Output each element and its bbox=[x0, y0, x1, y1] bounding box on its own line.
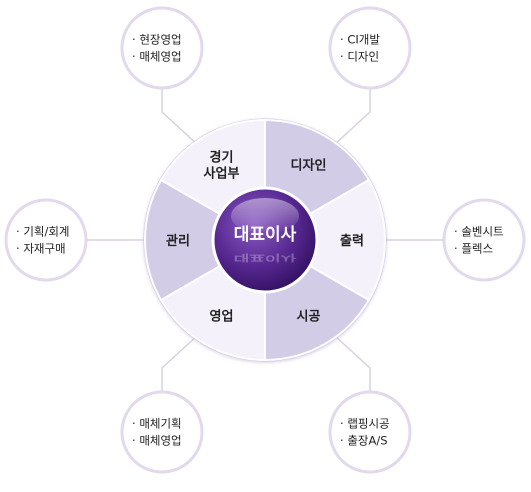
bubble-top-right: · CI개발· 디자인 bbox=[328, 6, 412, 90]
connector-bottom-left bbox=[161, 334, 199, 392]
segment-label-output: 출력 bbox=[340, 233, 364, 249]
bubble-top-left: · 현장영업· 매체영업 bbox=[120, 6, 204, 90]
bubble-item-text: 기획/회계 bbox=[23, 225, 69, 239]
bullet-dot: · bbox=[454, 225, 461, 239]
bubble-item: · 플렉스 bbox=[454, 242, 493, 256]
bubble-item-text: 매체기획 bbox=[139, 417, 181, 431]
bubble-item-text: 매체영업 bbox=[139, 434, 181, 448]
bubble-bottom-right: · 랩핑시공· 출장A/S bbox=[328, 390, 412, 474]
bubble-right: · 솔벤시트· 플렉스 bbox=[442, 198, 526, 282]
bubble-circle bbox=[4, 198, 88, 282]
bubble-item: · 현장영업 bbox=[132, 33, 182, 47]
bubble-item: · 기획/회계 bbox=[16, 225, 70, 239]
bullet-dot: · bbox=[132, 33, 139, 47]
bubble-item-text: 자재구매 bbox=[23, 242, 65, 256]
segment-label-management: 관리 bbox=[166, 233, 190, 249]
center-label-reflection: 대표이사 bbox=[234, 252, 297, 264]
segment-label-line: 출력 bbox=[340, 233, 364, 249]
bubble-item-text: 랩핑시공 bbox=[347, 417, 389, 431]
bubble-item-text: 플렉스 bbox=[461, 242, 493, 256]
bubble-left: · 기획/회계· 자재구매 bbox=[4, 198, 88, 282]
center-node: 대표이사 대표이사 bbox=[211, 186, 319, 294]
segment-label-construction: 시공 bbox=[297, 309, 321, 324]
bubble-item: · CI개발 bbox=[340, 33, 380, 47]
connector-lines bbox=[86, 88, 444, 392]
segment-output bbox=[263, 178, 386, 302]
bubble-item-text: 현장영업 bbox=[139, 33, 181, 47]
bubble-item: · 매체영업 bbox=[132, 50, 182, 64]
bubble-item: · 매체영업 bbox=[132, 434, 182, 448]
bullet-dot: · bbox=[16, 225, 23, 239]
bubble-item-text: 출장A/S bbox=[347, 434, 387, 448]
bubble-item: · 자재구매 bbox=[16, 242, 66, 256]
connector-top-left bbox=[161, 88, 199, 146]
bubble-group: · 현장영업· 매체영업· CI개발· 디자인· 기획/회계· 자재구매· 솔벤… bbox=[4, 6, 526, 474]
bubble-item-text: 솔벤시트 bbox=[461, 225, 503, 239]
bullet-dot: · bbox=[454, 242, 461, 256]
segment-label-line: 디자인 bbox=[291, 158, 327, 174]
segment-label-design: 디자인 bbox=[291, 158, 327, 174]
segment-label-line: 관리 bbox=[166, 233, 190, 249]
bullet-dot: · bbox=[132, 50, 139, 64]
bubble-bottom-left: · 매체기획· 매체영업 bbox=[120, 390, 204, 474]
center-label: 대표이사 bbox=[234, 225, 297, 245]
bubble-circle bbox=[442, 198, 526, 282]
bubble-item-text: 디자인 bbox=[347, 50, 379, 64]
connector-bottom-right bbox=[333, 334, 371, 392]
bubble-item: · 매체기획 bbox=[132, 417, 182, 431]
segment-management bbox=[144, 178, 267, 302]
bubble-circle bbox=[120, 390, 204, 474]
segment-label-line: 경기 bbox=[210, 150, 234, 166]
bubble-circle bbox=[328, 390, 412, 474]
segment-label-line: 시공 bbox=[297, 309, 321, 324]
bubble-item-text: 매체영업 bbox=[139, 50, 181, 64]
bubble-item: · 디자인 bbox=[340, 50, 379, 64]
bubble-item: · 랩핑시공 bbox=[340, 417, 390, 431]
bubble-item-text: CI개발 bbox=[347, 33, 380, 47]
bullet-dot: · bbox=[340, 50, 347, 64]
segment-label-sales: 영업 bbox=[210, 309, 234, 324]
bullet-dot: · bbox=[340, 417, 347, 431]
center-highlight bbox=[231, 198, 299, 234]
bullet-dot: · bbox=[16, 242, 23, 256]
segment-label-line: 사업부 bbox=[204, 166, 240, 182]
bubble-item: · 출장A/S bbox=[340, 434, 388, 448]
bullet-dot: · bbox=[132, 434, 139, 448]
connector-top-right bbox=[333, 88, 371, 146]
bubble-item: · 솔벤시트 bbox=[454, 225, 504, 239]
bubble-circle bbox=[328, 6, 412, 90]
bullet-dot: · bbox=[340, 33, 347, 47]
bullet-dot: · bbox=[340, 434, 347, 448]
bubble-circle bbox=[120, 6, 204, 90]
bullet-dot: · bbox=[132, 417, 139, 431]
segment-label-line: 영업 bbox=[210, 309, 234, 324]
